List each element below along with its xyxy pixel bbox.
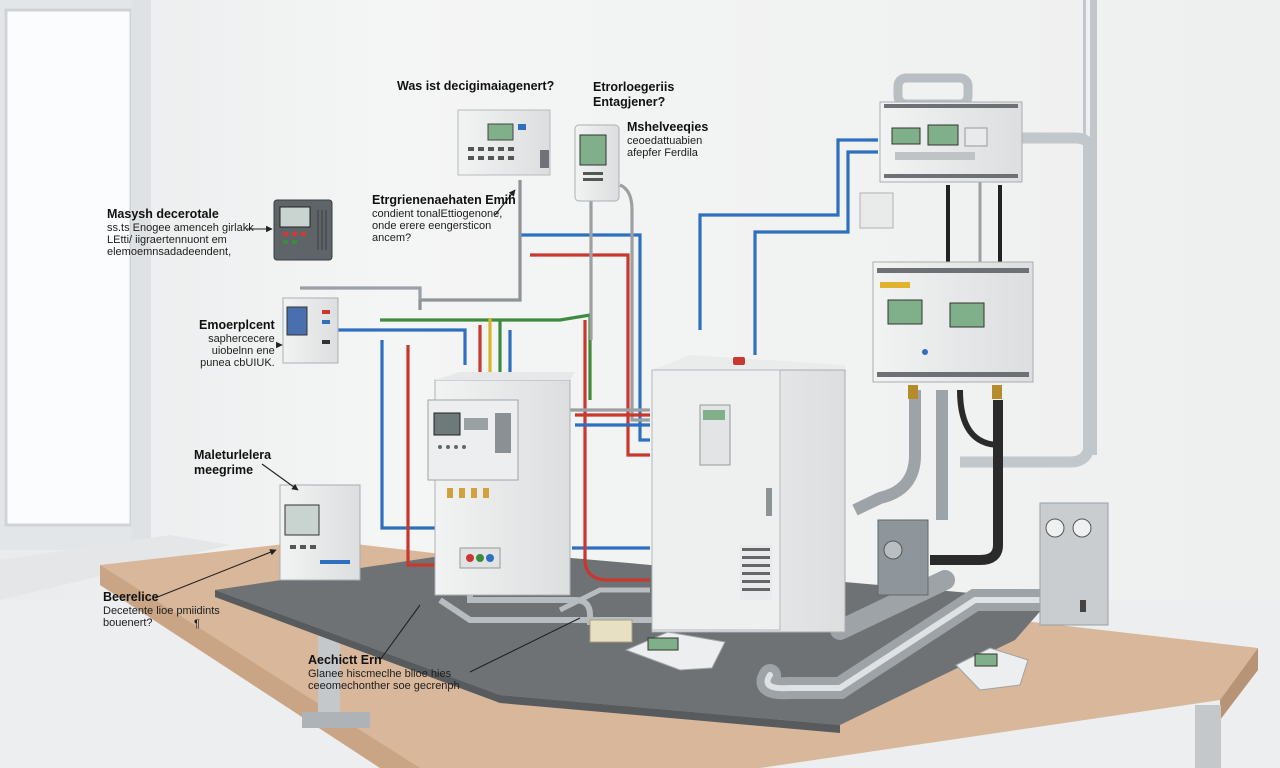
controller-left-top [273,199,333,261]
storage-cabinet [651,355,846,633]
wall-control-box [1039,502,1109,626]
wall-switch [859,192,894,229]
left-top-callout: Masysh decerotale ss.ts Enogee amenceh g… [107,207,254,258]
left-mid-callout: Emoerplcent saphercecere uiobelnn ene pu… [199,318,275,369]
annotation-arrows [154,189,581,673]
left-top-callout-title: Masysh decerotale [107,207,219,221]
bottom-mid-callout-title: Aechictt Ern [308,653,382,667]
top-question-label: Was ist decigimaiagenert? [397,79,555,93]
main-control-unit [427,372,575,596]
window [0,0,230,600]
bottom-mid-callout: Aechictt Ern Glanee hiscmeclhe blioe hie… [308,653,460,692]
wall-controller-top [457,109,551,176]
mid-callout: Etrgrienenaehaten Emih condient tonalEtt… [372,193,516,244]
left-low-callout-title: Maleturlelera meegrime [194,448,272,477]
sensor-left-mid [282,297,339,364]
bottom-left-callout: Beerelice Decetente lioe pmiidints bouen… [103,590,220,629]
display-callout-body: ceoedattuabien afepfer Ferdila [627,135,703,159]
wall-pipe [893,0,1097,468]
mid-callout-body: condient tonalEttiogenone, onde erere ee… [372,208,503,244]
left-mid-callout-title: Emoerplcent [199,318,275,332]
left-thermostat [279,484,361,581]
table-display-2 [955,647,1029,691]
bottom-left-mark: ¶ [194,618,200,630]
table-display-1 [624,631,726,671]
small-sensor [589,619,633,643]
display-callout-title: Mshelveeqies [627,120,709,134]
wiring [300,138,1002,582]
top-right-callout: Etrorloegeriis Entagjener? [593,80,674,110]
left-top-callout-body: ss.ts Enogee amenceh girlakk LEtti/ iigr… [107,222,254,258]
knob-icon [1045,518,1065,538]
bottom-mid-callout-body: Glanee hiscmeclhe blioe hies ceeomechont… [308,668,460,692]
left-mid-callout-body: saphercecere uiobelnn ene punea cbUIUK. [200,333,275,369]
mid-callout-title: Etrgrienenaehaten Emih [372,193,516,207]
drain-pipes [438,389,1056,700]
bottom-left-callout-title: Beerelice [103,590,159,604]
bottom-left-callout-body: Decetente lioe pmiidints bouenert? [103,605,220,629]
left-low-callout: Maleturlelera meegrime [194,448,271,478]
display-callout: Mshelveeqies ceoedattuabien afepfer Ferd… [627,120,708,159]
hand-display [574,124,620,202]
meter-mid-right [872,261,1034,399]
top-right-callout-title: Etrorloegeriis Entagjener? [593,80,675,109]
vent-grille-icon [742,548,770,591]
meter-top-right [879,101,1023,183]
pump-unit [877,519,929,596]
